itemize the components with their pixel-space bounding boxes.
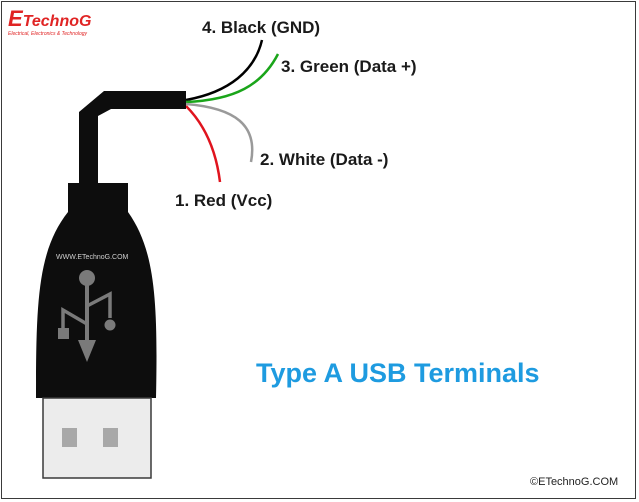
usb-connector-shell	[42, 397, 152, 479]
logo-wordmark: ETechnoG	[8, 6, 92, 31]
usb-symbol-icon	[58, 270, 116, 362]
usb-cable	[79, 91, 186, 184]
logo-tagline: Electrical, Electronics & Technology	[8, 31, 88, 37]
plug-watermark: WWW.ETechnoG.COM	[56, 254, 129, 261]
label-wire-red: 1. Red (Vcc)	[175, 191, 273, 210]
copyright-text: ©ETechnoG.COM	[530, 476, 619, 488]
usb-contact-left	[62, 428, 77, 447]
wire-red	[185, 105, 222, 183]
wire-white	[185, 102, 254, 163]
label-wire-green: 3. Green (Data +)	[281, 57, 417, 76]
usb-contact-right	[103, 428, 118, 447]
label-wire-white: 2. White (Data -)	[260, 150, 389, 169]
etechnog-logo: ETechnoG Electrical, Electronics & Techn…	[8, 6, 91, 37]
wire-black	[185, 39, 264, 102]
diagram-title: Type A USB Terminals	[256, 358, 540, 388]
wire-green	[185, 53, 280, 104]
label-wire-black: 4. Black (GND)	[202, 18, 321, 37]
usb-plug-body	[36, 183, 157, 398]
